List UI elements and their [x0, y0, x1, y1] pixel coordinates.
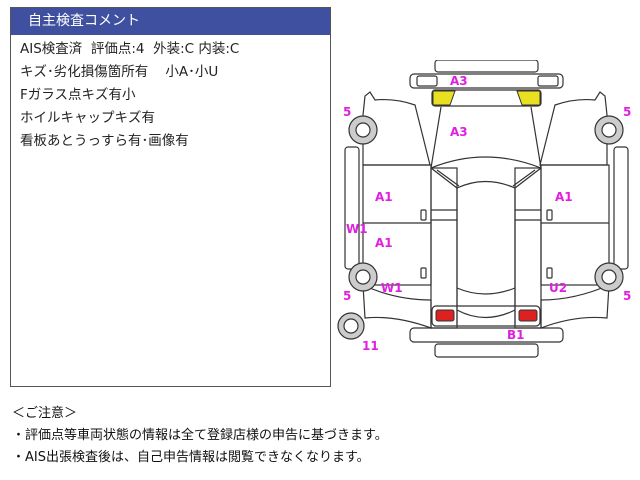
- notes-heading: ＜ご注意＞: [12, 406, 78, 421]
- panel-title: 自主検査コメント: [11, 8, 330, 35]
- hood: [430, 106, 542, 169]
- label-left-side-strip: W1: [346, 222, 368, 236]
- label-hood: A3: [450, 125, 468, 139]
- label-right-front-door: A1: [555, 190, 573, 204]
- note-item: ・評価点等車両状態の情報は全て登録店様の申告に基づきます。: [12, 428, 388, 443]
- front-bumper: [409, 73, 564, 89]
- label-left-rear-fender: W1: [381, 281, 403, 295]
- comment-line: キズ･劣化損傷箇所有 小A･小U: [20, 64, 219, 80]
- label-left-front-door: A1: [375, 190, 393, 204]
- comment-line: Fガラス点キズ有小: [20, 87, 136, 103]
- label-spare-wheel: 11: [362, 339, 379, 353]
- left-side-strip: [344, 146, 360, 270]
- label-left-rear-wheel: 5: [343, 289, 351, 303]
- inspection-comment-panel: 自主検査コメント AIS検査済 評価点:4 外装:C 内装:C キズ･劣化損傷箇…: [10, 7, 331, 387]
- tail-light-bar: [431, 305, 541, 327]
- front-left-headlight-damage: [432, 90, 456, 106]
- car-condition-diagram: A3 A3 5 5 A1 A1 W1 A1 5 W1 U2 5 11 B1: [337, 60, 631, 358]
- label-right-front-wheel: 5: [623, 105, 631, 119]
- comment-line: 看板あとうっすら有･画像有: [20, 133, 189, 149]
- rear-right-light-damage: [518, 309, 538, 322]
- right-side-strip: [613, 146, 629, 270]
- front-right-headlight-damage: [516, 90, 541, 106]
- label-front-bumper: A3: [450, 74, 468, 88]
- label-right-rear-wheel: 5: [623, 289, 631, 303]
- comment-line: AIS検査済 評価点:4 外装:C 内装:C: [20, 41, 240, 57]
- rear-left-light-damage: [435, 309, 455, 322]
- label-left-rear-door: A1: [375, 236, 393, 250]
- front-grille: [434, 60, 539, 73]
- rear-plate-bar: [434, 343, 539, 358]
- label-right-rear-fender: U2: [549, 281, 567, 295]
- notes-section: ＜ご注意＞ ・評価点等車両状態の情報は全て登録店様の申告に基づきます。 ・AIS…: [12, 403, 388, 469]
- label-left-front-wheel: 5: [343, 105, 351, 119]
- headlight-bar: [431, 89, 542, 107]
- comment-line: ホイルキャップキズ有: [20, 110, 155, 126]
- note-item: ・AIS出張検査後は、自己申告情報は閲覧できなくなります。: [12, 450, 370, 465]
- label-rear-bumper: B1: [507, 328, 525, 342]
- rear-bumper: [409, 327, 564, 343]
